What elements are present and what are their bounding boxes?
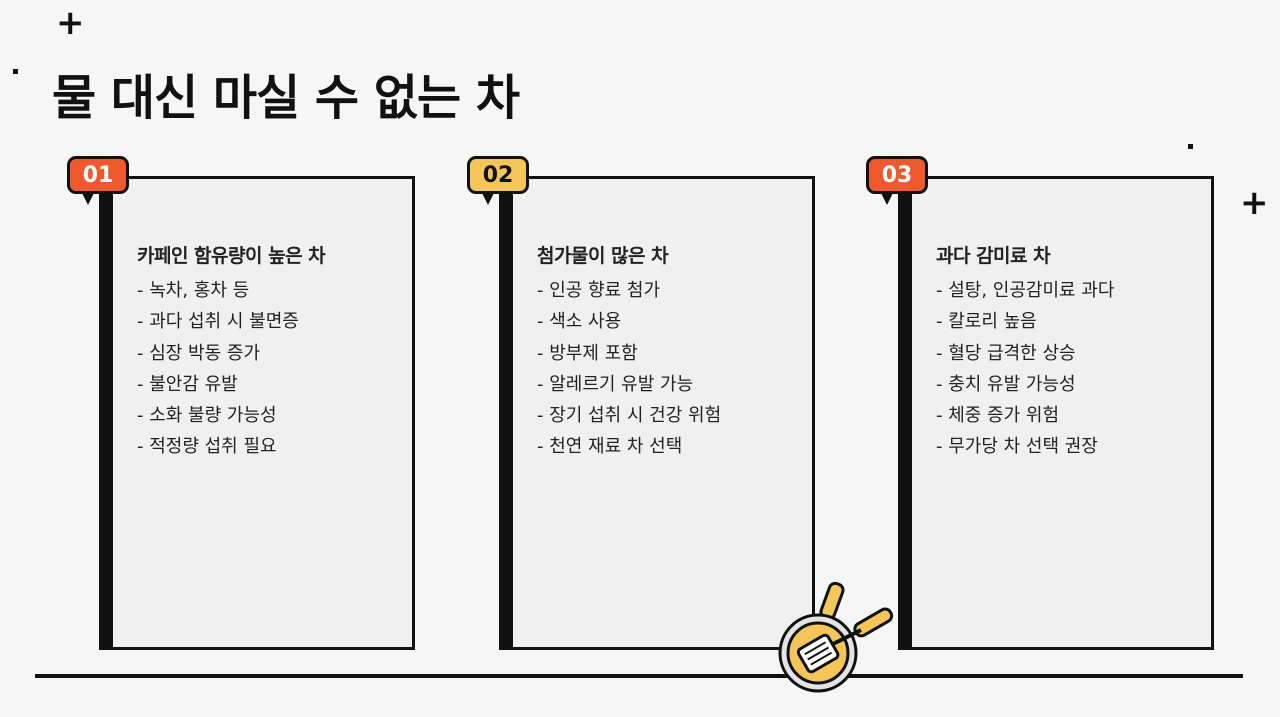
card-sweeteners: 03 과다 감미료 차 - 설탕, 인공감미료 과다 - 칼로리 높음 - 혈당…	[866, 156, 1214, 650]
badge-02: 02	[467, 156, 529, 205]
card-accent-bar	[99, 176, 113, 650]
baseline-divider	[35, 674, 1243, 678]
card-list: - 녹차, 홍차 등 - 과다 섭취 시 불면증 - 심장 박동 증가 - 불안…	[137, 277, 299, 465]
list-item: - 심장 박동 증가	[137, 342, 261, 364]
badge-03: 03	[866, 156, 928, 205]
list-item: - 녹차, 홍차 등	[137, 280, 250, 301]
list-item: - 알레르기 유발 가능	[537, 373, 694, 395]
frying-pan-icon	[778, 581, 894, 693]
list-item: - 천연 재료 차 선택	[537, 436, 683, 458]
list-item: - 충치 유발 가능성	[936, 373, 1076, 395]
list-item: - 인공 향료 첨가	[537, 280, 661, 301]
dot-decoration-right	[1188, 144, 1193, 149]
card-list: - 인공 향료 첨가 - 색소 사용 - 방부제 포함 - 알레르기 유발 가능…	[537, 277, 721, 465]
plus-decoration-right: +	[1240, 183, 1269, 223]
list-item: - 색소 사용	[537, 311, 622, 333]
card-additives: 02 첨가물이 많은 차 - 인공 향료 첨가 - 색소 사용 - 방부제 포함…	[467, 156, 815, 650]
list-item: - 설탕, 인공감미료 과다	[936, 280, 1115, 301]
list-item: - 체중 증가 위험	[936, 405, 1060, 427]
page-title: 물 대신 마실 수 없는 차	[52, 70, 520, 126]
card-accent-bar	[898, 176, 912, 650]
card-list: - 설탕, 인공감미료 과다 - 칼로리 높음 - 혈당 급격한 상승 - 충치…	[936, 277, 1114, 465]
list-item: - 과다 섭취 시 불면증	[137, 311, 299, 333]
list-item: - 방부제 포함	[537, 342, 638, 364]
list-item: - 불안감 유발	[137, 373, 238, 395]
list-item: - 적정량 섭취 필요	[137, 436, 277, 458]
plus-decoration-top: +	[56, 3, 85, 43]
list-item: - 칼로리 높음	[936, 311, 1037, 333]
card-caffeine: 01 카페인 함유량이 높은 차 - 녹차, 홍차 등 - 과다 섭취 시 불면…	[67, 156, 415, 650]
list-item: - 장기 섭취 시 건강 위험	[537, 405, 722, 427]
list-item: - 무가당 차 선택 권장	[936, 436, 1098, 458]
card-title: 첨가물이 많은 차	[537, 245, 669, 267]
card-title: 카페인 함유량이 높은 차	[137, 245, 326, 267]
badge-01: 01	[67, 156, 129, 205]
card-accent-bar	[499, 176, 513, 650]
list-item: - 소화 불량 가능성	[137, 405, 277, 427]
card-title: 과다 감미료 차	[936, 245, 1051, 267]
dot-decoration-left	[13, 69, 18, 74]
list-item: - 혈당 급격한 상승	[936, 342, 1076, 364]
